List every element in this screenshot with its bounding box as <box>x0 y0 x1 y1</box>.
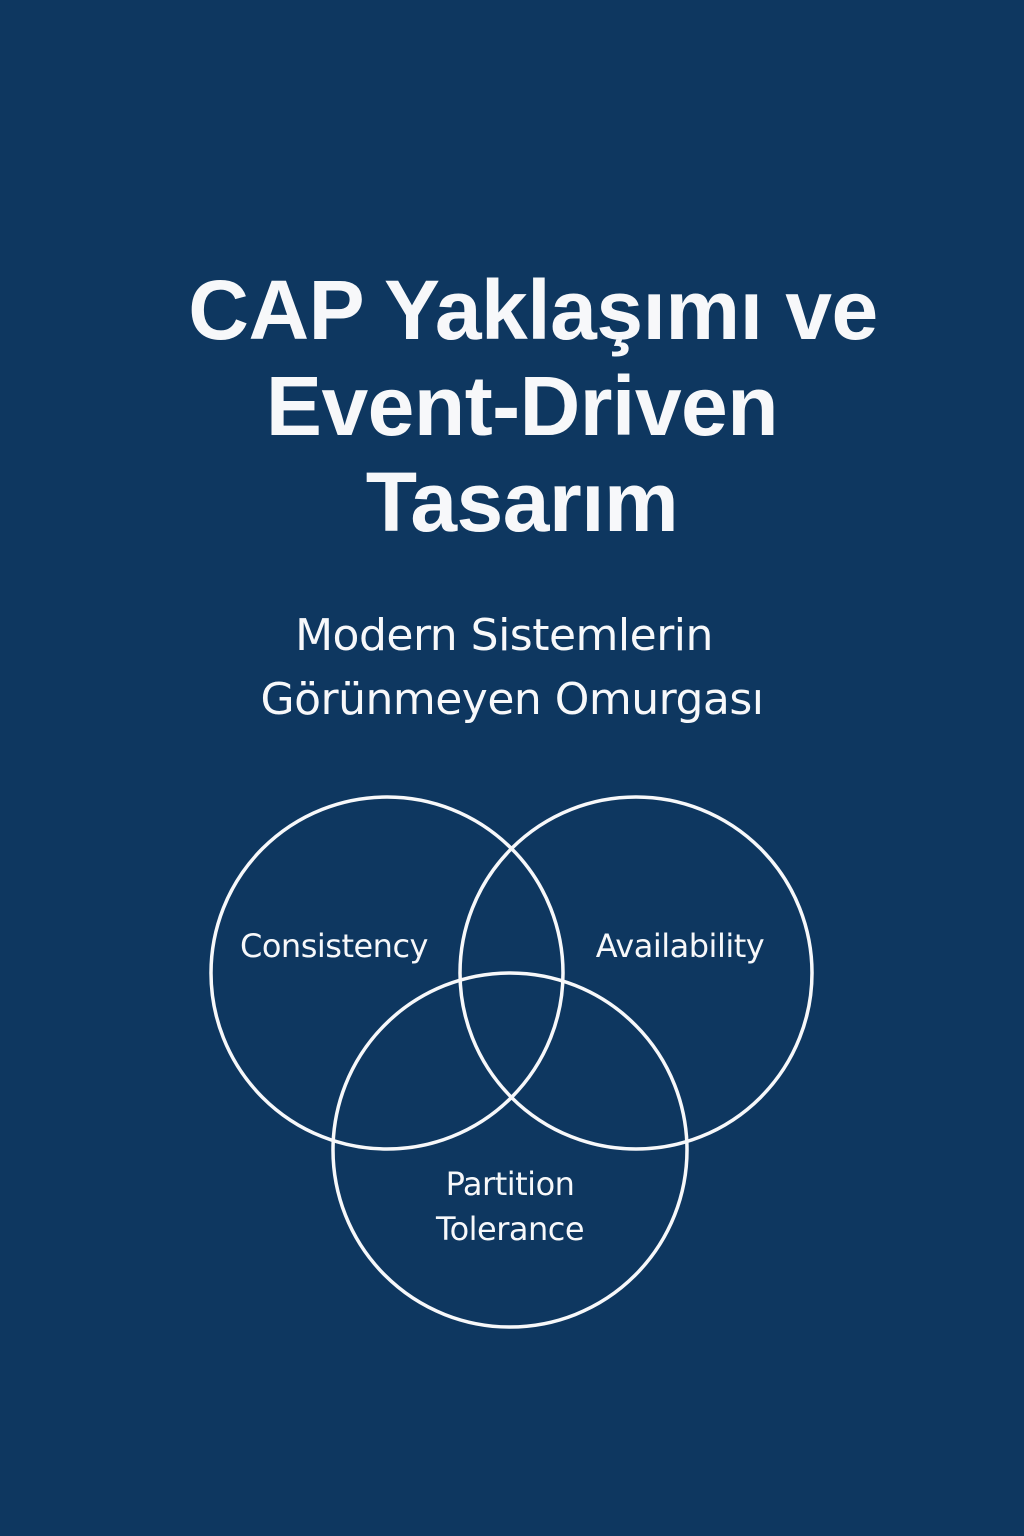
partition-tolerance-circle <box>331 971 689 1329</box>
availability-circle <box>458 795 814 1151</box>
title-line-1: CAP Yaklaşımı ve <box>188 263 878 357</box>
consistency-label: Consistency <box>240 927 428 965</box>
consistency-circle <box>209 795 565 1151</box>
subtitle-line-2: Görünmeyen Omurgası <box>260 674 764 725</box>
subtitle: Modern Sistemlerin Görünmeyen Omurgası <box>0 604 1024 732</box>
title-line-2: Event-Driven <box>265 359 779 453</box>
subtitle-line-1: Modern Sistemlerin <box>295 610 713 661</box>
availability-label: Availability <box>596 927 764 965</box>
tolerance-label: Tolerance <box>435 1210 584 1248</box>
title-line-3: Tasarım <box>365 455 679 549</box>
partition-label: Partition <box>446 1165 575 1203</box>
page-title: CAP Yaklaşımı ve Event-Driven Tasarım <box>0 262 1024 550</box>
